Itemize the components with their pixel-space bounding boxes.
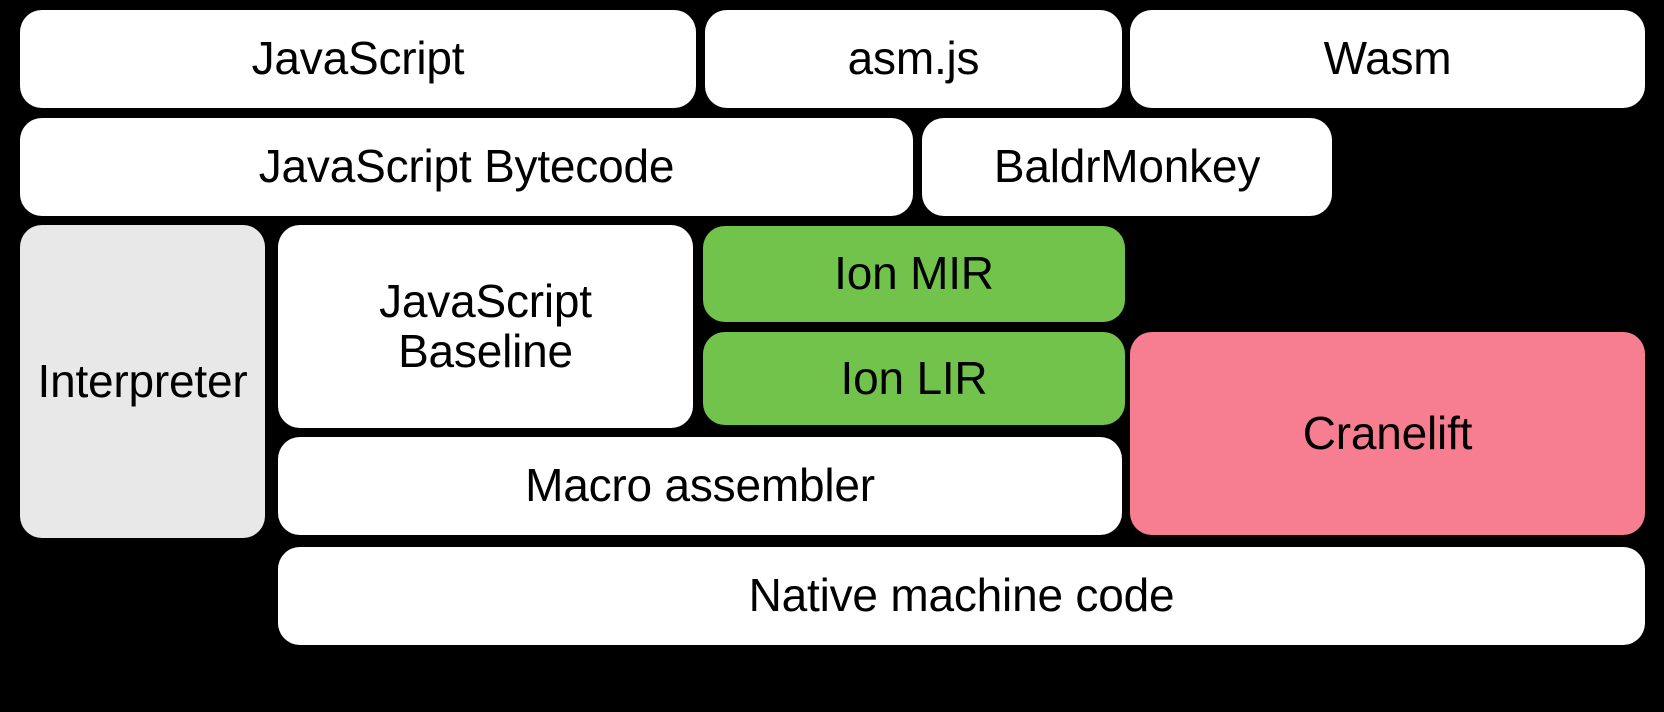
node-native-machine-code[interactable]: Native machine code bbox=[278, 547, 1645, 645]
node-javascript-baseline[interactable]: JavaScript Baseline bbox=[278, 225, 693, 428]
node-asm-js[interactable]: asm.js bbox=[705, 10, 1122, 108]
node-wasm[interactable]: Wasm bbox=[1130, 10, 1645, 108]
node-ion-lir[interactable]: Ion LIR bbox=[703, 332, 1125, 425]
node-macro-assembler[interactable]: Macro assembler bbox=[278, 437, 1122, 535]
node-javascript-bytecode[interactable]: JavaScript Bytecode bbox=[20, 118, 913, 216]
node-javascript[interactable]: JavaScript bbox=[20, 10, 696, 108]
node-interpreter[interactable]: Interpreter bbox=[20, 225, 265, 538]
node-ion-mir[interactable]: Ion MIR bbox=[703, 226, 1125, 322]
node-baldrmonkey[interactable]: BaldrMonkey bbox=[922, 118, 1332, 216]
node-cranelift[interactable]: Cranelift bbox=[1130, 332, 1645, 535]
